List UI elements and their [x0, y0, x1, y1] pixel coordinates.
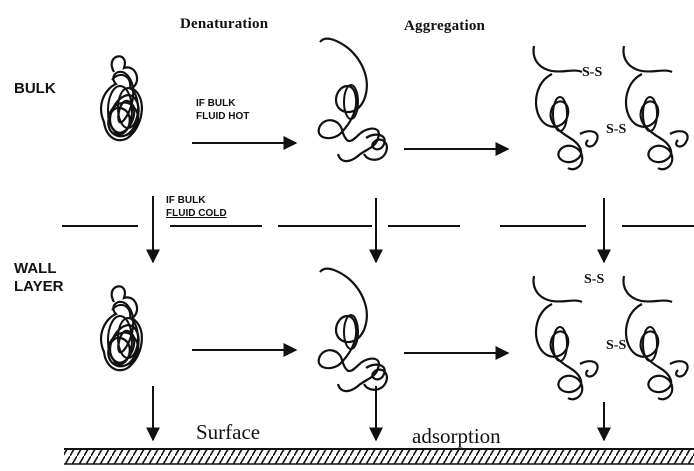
label-surface: Surface	[196, 420, 260, 445]
row-label-bulk: BULK	[14, 80, 56, 98]
wall-native-protein	[101, 286, 142, 370]
bulk-native-protein	[101, 56, 142, 140]
bulk-aggregate-right	[624, 46, 688, 169]
wall-aggregate-left	[534, 276, 598, 399]
wall-aggregate-right	[624, 276, 688, 399]
wall-surface	[64, 449, 694, 464]
header-aggregation: Aggregation	[404, 18, 485, 35]
disulfide-bond-wall-top: S-S	[584, 272, 604, 288]
disulfide-bond-wall-bottom: S-S	[606, 338, 626, 354]
bulk-denatured-protein	[319, 39, 387, 161]
condition-cold-line2: FLUID COLD	[166, 207, 227, 221]
condition-hot-line2: FLUID HOT	[196, 110, 249, 124]
disulfide-bond-bulk-top: S-S	[582, 65, 602, 81]
disulfide-bond-bulk-bottom: S-S	[606, 122, 626, 138]
wall-denatured-protein	[319, 269, 387, 391]
condition-cold-line1: IF BULK	[166, 194, 205, 208]
header-denaturation: Denaturation	[180, 16, 268, 33]
label-adsorption: adsorption	[412, 424, 501, 449]
row-label-wall: WALL	[14, 260, 57, 278]
row-label-layer: LAYER	[14, 278, 63, 296]
condition-hot-line1: IF BULK	[196, 97, 235, 111]
